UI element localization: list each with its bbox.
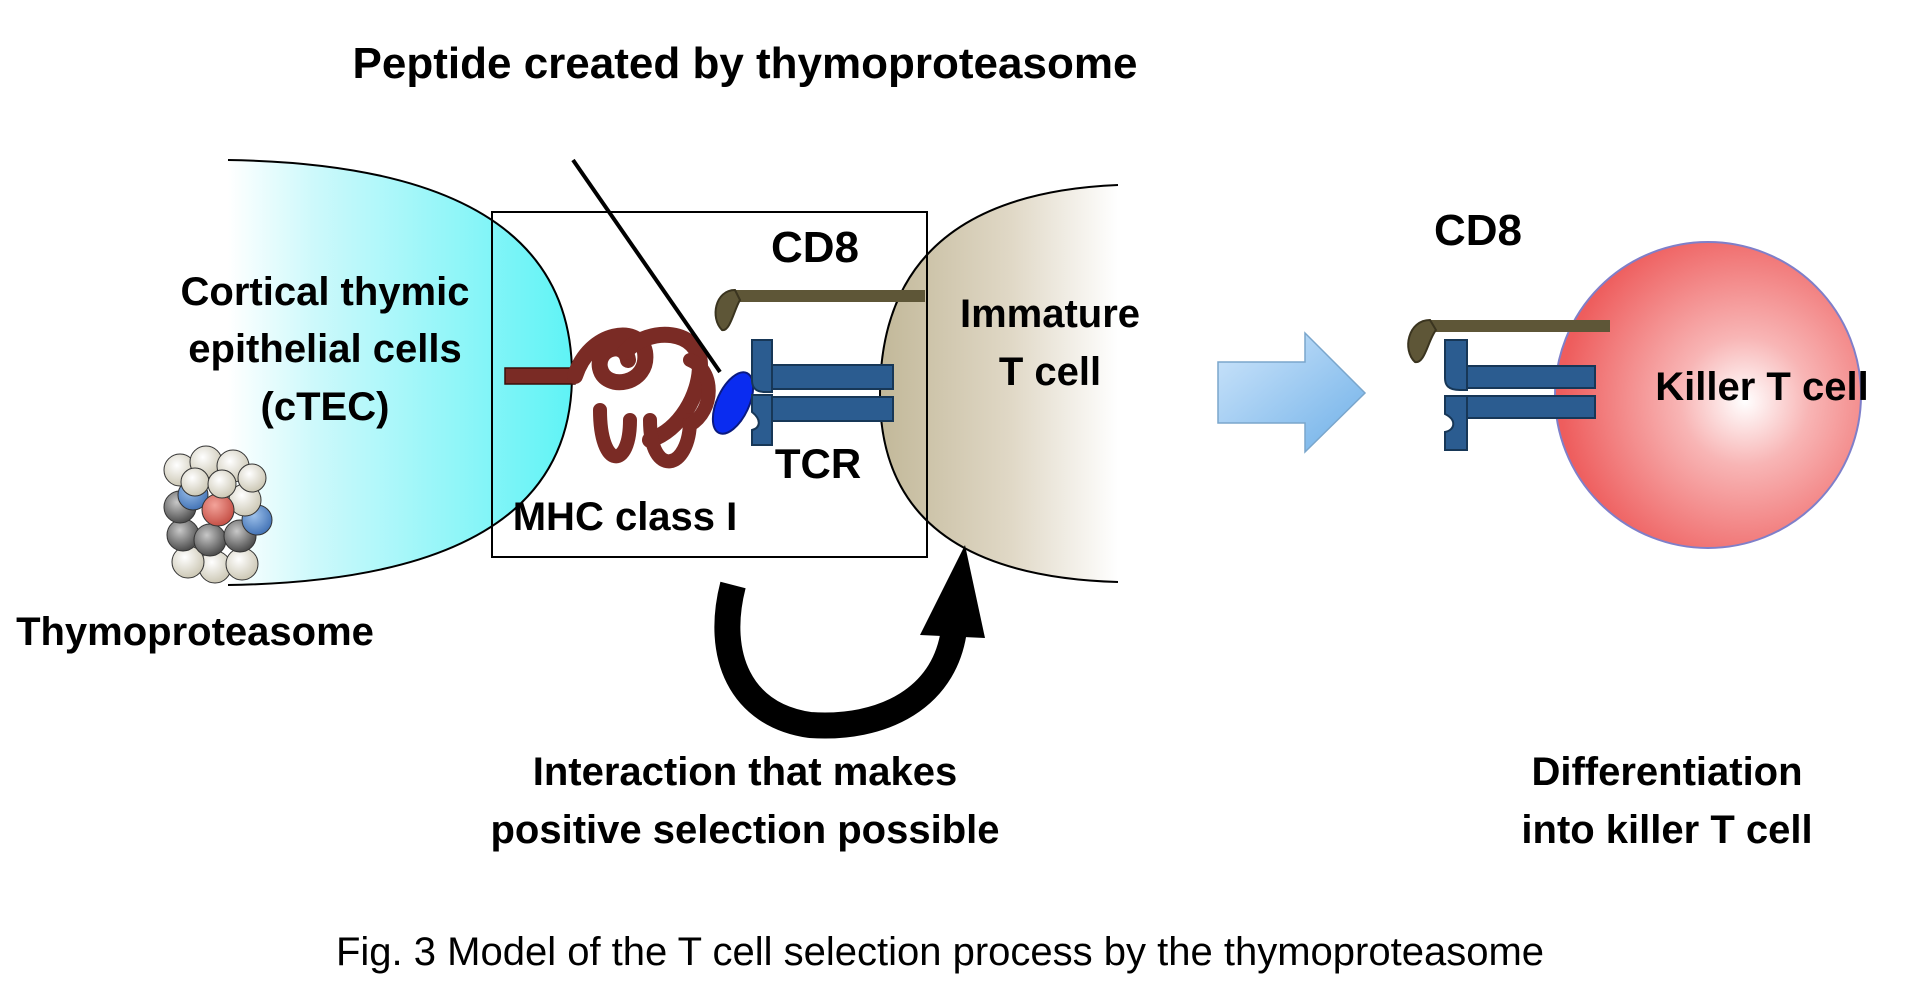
tcr-receptor-right [1444,339,1596,451]
mhc-class-i-molecule [504,326,716,469]
differentiation-arrow-icon [1217,331,1367,454]
cd8-left-label: CD8 [771,223,859,272]
tcr-label: TCR [775,440,861,487]
cd8-right-label: CD8 [1434,206,1522,255]
immature-t-cell [880,185,1118,582]
ctec-label-line3: (cTEC) [261,385,390,429]
immature-t-cell-outline [878,184,1119,583]
mhc-label: MHC class I [513,495,738,539]
peptide-pointer-line [571,158,722,374]
ctec-cell [228,160,572,585]
cd8-right-head [1407,318,1438,363]
figure-caption: Fig. 3 Model of the T cell selection pro… [336,930,1544,974]
interaction-arrow [714,545,985,739]
ctec-label-line1: Cortical thymic [181,270,470,314]
killer-t-cell-label: Killer T cell [1655,365,1868,409]
interaction-caption-line1: Interaction that makes [533,750,958,794]
peptide-icon [711,371,755,435]
thymoproteasome-icon [163,445,273,584]
cd8-left-head [714,288,742,331]
differentiation-caption-line1: Differentiation [1531,750,1802,794]
interaction-box [491,211,928,558]
tcr-receptor-left [751,339,894,446]
ctec-label-line2: epithelial cells [188,327,461,371]
diagram-title: Peptide created by thymoproteasome [353,39,1138,88]
thymoproteasome-label: Thymoproteasome [16,610,374,654]
immature-label-line1: Immature [960,292,1140,336]
differentiation-caption-line2: into killer T cell [1521,808,1812,852]
immature-label-line2: T cell [999,350,1101,394]
interaction-caption-line2: positive selection possible [490,808,999,852]
